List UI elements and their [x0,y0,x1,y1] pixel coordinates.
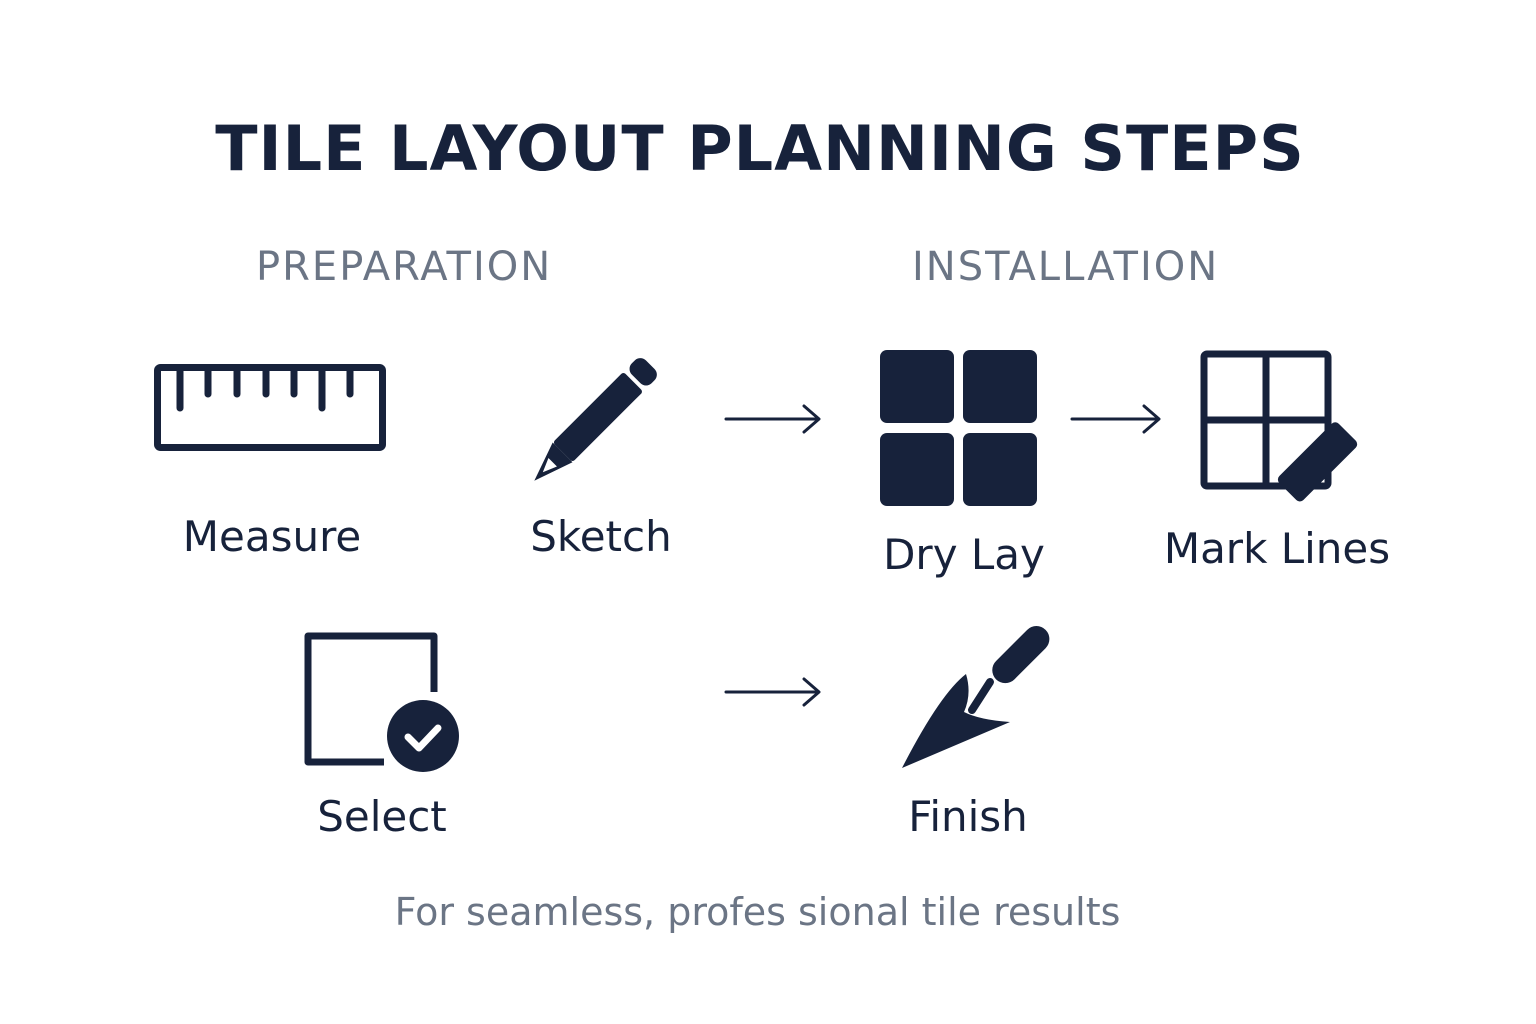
tile-grid-icon [880,350,1040,508]
step-label-dry-lay: Dry Lay [883,530,1045,579]
arrow-right-icon [1070,404,1164,439]
step-label-select: Select [317,792,447,841]
arrow-right-icon [724,677,824,712]
step-label-measure: Measure [182,512,362,561]
page-title: TILE LAYOUT PLANNING STEPS [215,112,1305,185]
footer-tagline: For seamless, profes sional tile results [394,890,1121,934]
section-preparation-heading: PREPARATION [256,244,553,290]
step-label-sketch: Sketch [530,512,672,561]
pencil-icon [516,346,670,498]
arrow-right-icon [724,404,824,439]
grid-marker-icon [1200,350,1360,502]
ruler-icon [154,364,386,452]
trowel-icon [900,624,1052,772]
step-label-finish: Finish [908,792,1028,841]
section-installation-heading: INSTALLATION [912,244,1220,290]
step-label-mark-lines: Mark Lines [1163,524,1391,573]
tile-check-icon [304,632,464,774]
